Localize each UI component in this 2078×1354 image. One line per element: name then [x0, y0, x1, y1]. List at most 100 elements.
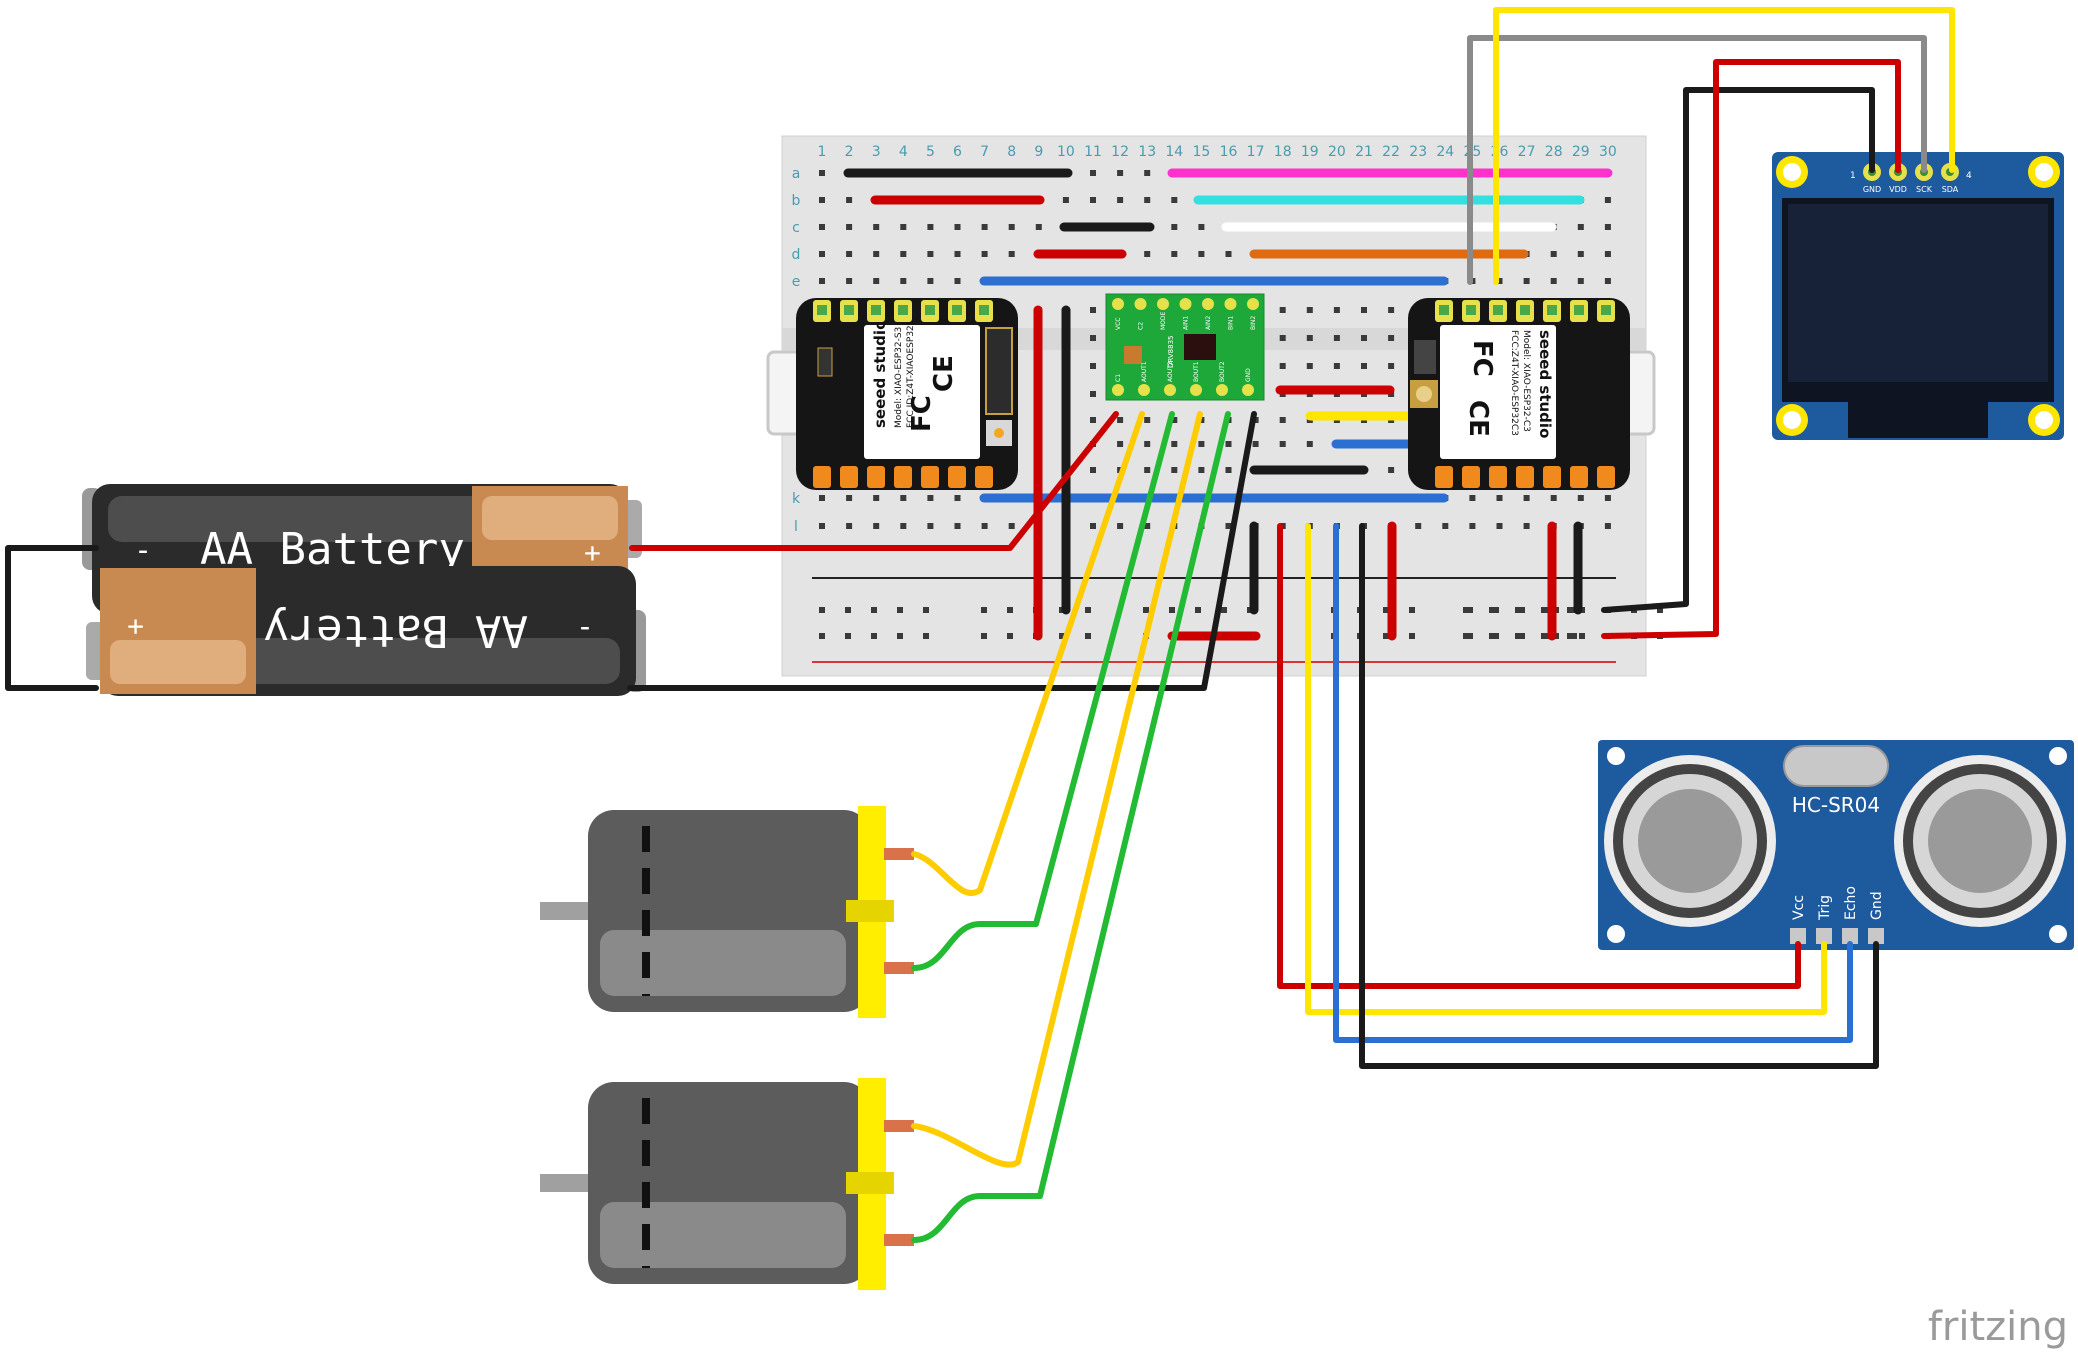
- row-letter: b: [792, 193, 801, 209]
- breadboard-hole: [1035, 224, 1042, 230]
- rail-hole: [1409, 633, 1415, 639]
- column-number: 6: [953, 144, 962, 160]
- battery-2-minus: -: [576, 612, 594, 647]
- rail-hole: [1519, 633, 1525, 639]
- external-wires: [5, 7, 1955, 1243]
- rail-hole: [923, 607, 929, 613]
- wire-motor1-b: [911, 411, 1175, 971]
- esp32-s3-model: Model: XIAO-ESP32-S3: [894, 327, 904, 428]
- wire-oled-sda: [1493, 7, 1955, 285]
- rail-hole: [1085, 633, 1091, 639]
- oled-ribbon: [1848, 402, 1988, 438]
- sensor-pin: [1868, 928, 1884, 944]
- motor-1-terminal: [884, 962, 914, 974]
- breadboard-hole: [1171, 467, 1178, 473]
- driver-pin-label: AOUT1: [1141, 361, 1148, 382]
- driver-pin-bottom: [1242, 384, 1254, 396]
- breadboard-hole: [1144, 251, 1151, 257]
- breadboard-hole: [1171, 251, 1178, 257]
- header-pin-bottom: [1570, 466, 1588, 488]
- rail-hole: [1467, 607, 1473, 613]
- dc-motor-1: [540, 806, 914, 1018]
- rail-hole: [1519, 607, 1525, 613]
- row-letter: d: [792, 247, 801, 263]
- breadboard-hole: [1090, 197, 1096, 203]
- esp32-c3-shield: [1440, 325, 1556, 459]
- esp32-s3-fcc: FCC ID:Z4T-XIAOESP32S3: [906, 314, 916, 428]
- rail-hole: [1657, 607, 1663, 613]
- boot-button: [817, 347, 833, 377]
- ultrasonic-transducer-right: [1894, 755, 2066, 927]
- column-number: 8: [1007, 144, 1016, 160]
- breadboard-hole: [1225, 467, 1232, 473]
- column-number: 17: [1247, 144, 1265, 160]
- breadboard-hole: [1550, 278, 1557, 284]
- driver-chip-label: DRV8835: [1167, 336, 1175, 368]
- ce-logo: CE: [1463, 400, 1493, 437]
- breadboard-hole: [1496, 495, 1503, 501]
- rail-hole: [1493, 607, 1499, 613]
- breadboard-hole: [927, 278, 934, 284]
- column-number: 15: [1192, 144, 1210, 160]
- rail-hole: [1493, 633, 1499, 639]
- breadboard-hole: [1117, 170, 1124, 176]
- breadboard-hole: [900, 278, 907, 284]
- rail-hole: [819, 633, 825, 639]
- rail-hole: [981, 607, 987, 613]
- breadboard-hole: [1279, 417, 1286, 423]
- rail-hole: [845, 633, 851, 639]
- breadboard-hole: [1496, 523, 1503, 529]
- breadboard-hole: [1198, 251, 1205, 257]
- column-number: 18: [1274, 144, 1292, 160]
- oled-pin-label: VDD: [1889, 185, 1907, 194]
- xiao-esp32-s3-board: seeed studio Model: XIAO-ESP32-S3 FCC ID…: [766, 298, 1018, 490]
- column-number: 9: [1034, 144, 1043, 160]
- breadboard-hole: [1523, 523, 1530, 529]
- column-number: 27: [1518, 144, 1536, 160]
- rail-hole: [1579, 633, 1585, 639]
- driver-pin-bottom: [1138, 384, 1150, 396]
- breadboard-hole: [927, 523, 934, 529]
- breadboard-hole: [819, 197, 825, 203]
- breadboard-hole: [1388, 363, 1395, 369]
- rail-hole: [1463, 607, 1469, 613]
- oled-pin-label: SCK: [1916, 185, 1933, 194]
- breadboard-hole: [1090, 170, 1096, 176]
- rail-hole: [1489, 633, 1495, 639]
- breadboard-hole: [1144, 523, 1151, 529]
- breadboard-hole: [954, 523, 961, 529]
- wire-motor1-a: [911, 411, 1145, 896]
- header-pin-bottom: [975, 466, 993, 488]
- fcc-logo: FC: [907, 395, 937, 432]
- rail-hole: [1059, 633, 1065, 639]
- esp32-c3-fcc: FCC:Z4T-XIAO-ESP32C3: [1509, 330, 1519, 436]
- rail-hole: [1383, 607, 1389, 613]
- breadboard-hole: [1604, 197, 1611, 203]
- rail-hole: [1383, 633, 1389, 639]
- driver-pin-bottom: [1164, 384, 1176, 396]
- rail-hole: [1007, 633, 1013, 639]
- rail-hole: [1515, 607, 1521, 613]
- breadboard-hole: [927, 495, 934, 501]
- header-pin-bottom: [1516, 466, 1534, 488]
- rail-hole: [1467, 633, 1473, 639]
- rail-hole: [1143, 607, 1149, 613]
- breadboard-hole: [1577, 495, 1584, 501]
- breadboard-hole: [1604, 278, 1611, 284]
- breadboard-hole: [1144, 441, 1151, 447]
- breadboard-hole: [927, 224, 934, 230]
- breadboard-hole: [1333, 335, 1340, 341]
- breadboard-hole: [1604, 495, 1611, 501]
- driver-pin-label: BIN1: [1228, 316, 1235, 330]
- column-number: 14: [1165, 144, 1183, 160]
- driver-pin-label: C2: [1138, 322, 1145, 330]
- column-number: 2: [845, 144, 854, 160]
- breadboard-hole: [1144, 417, 1151, 423]
- rail-hole: [923, 633, 929, 639]
- breadboard-hole: [1306, 335, 1313, 341]
- breadboard-hole: [954, 278, 961, 284]
- breadboard-hole: [1279, 307, 1286, 313]
